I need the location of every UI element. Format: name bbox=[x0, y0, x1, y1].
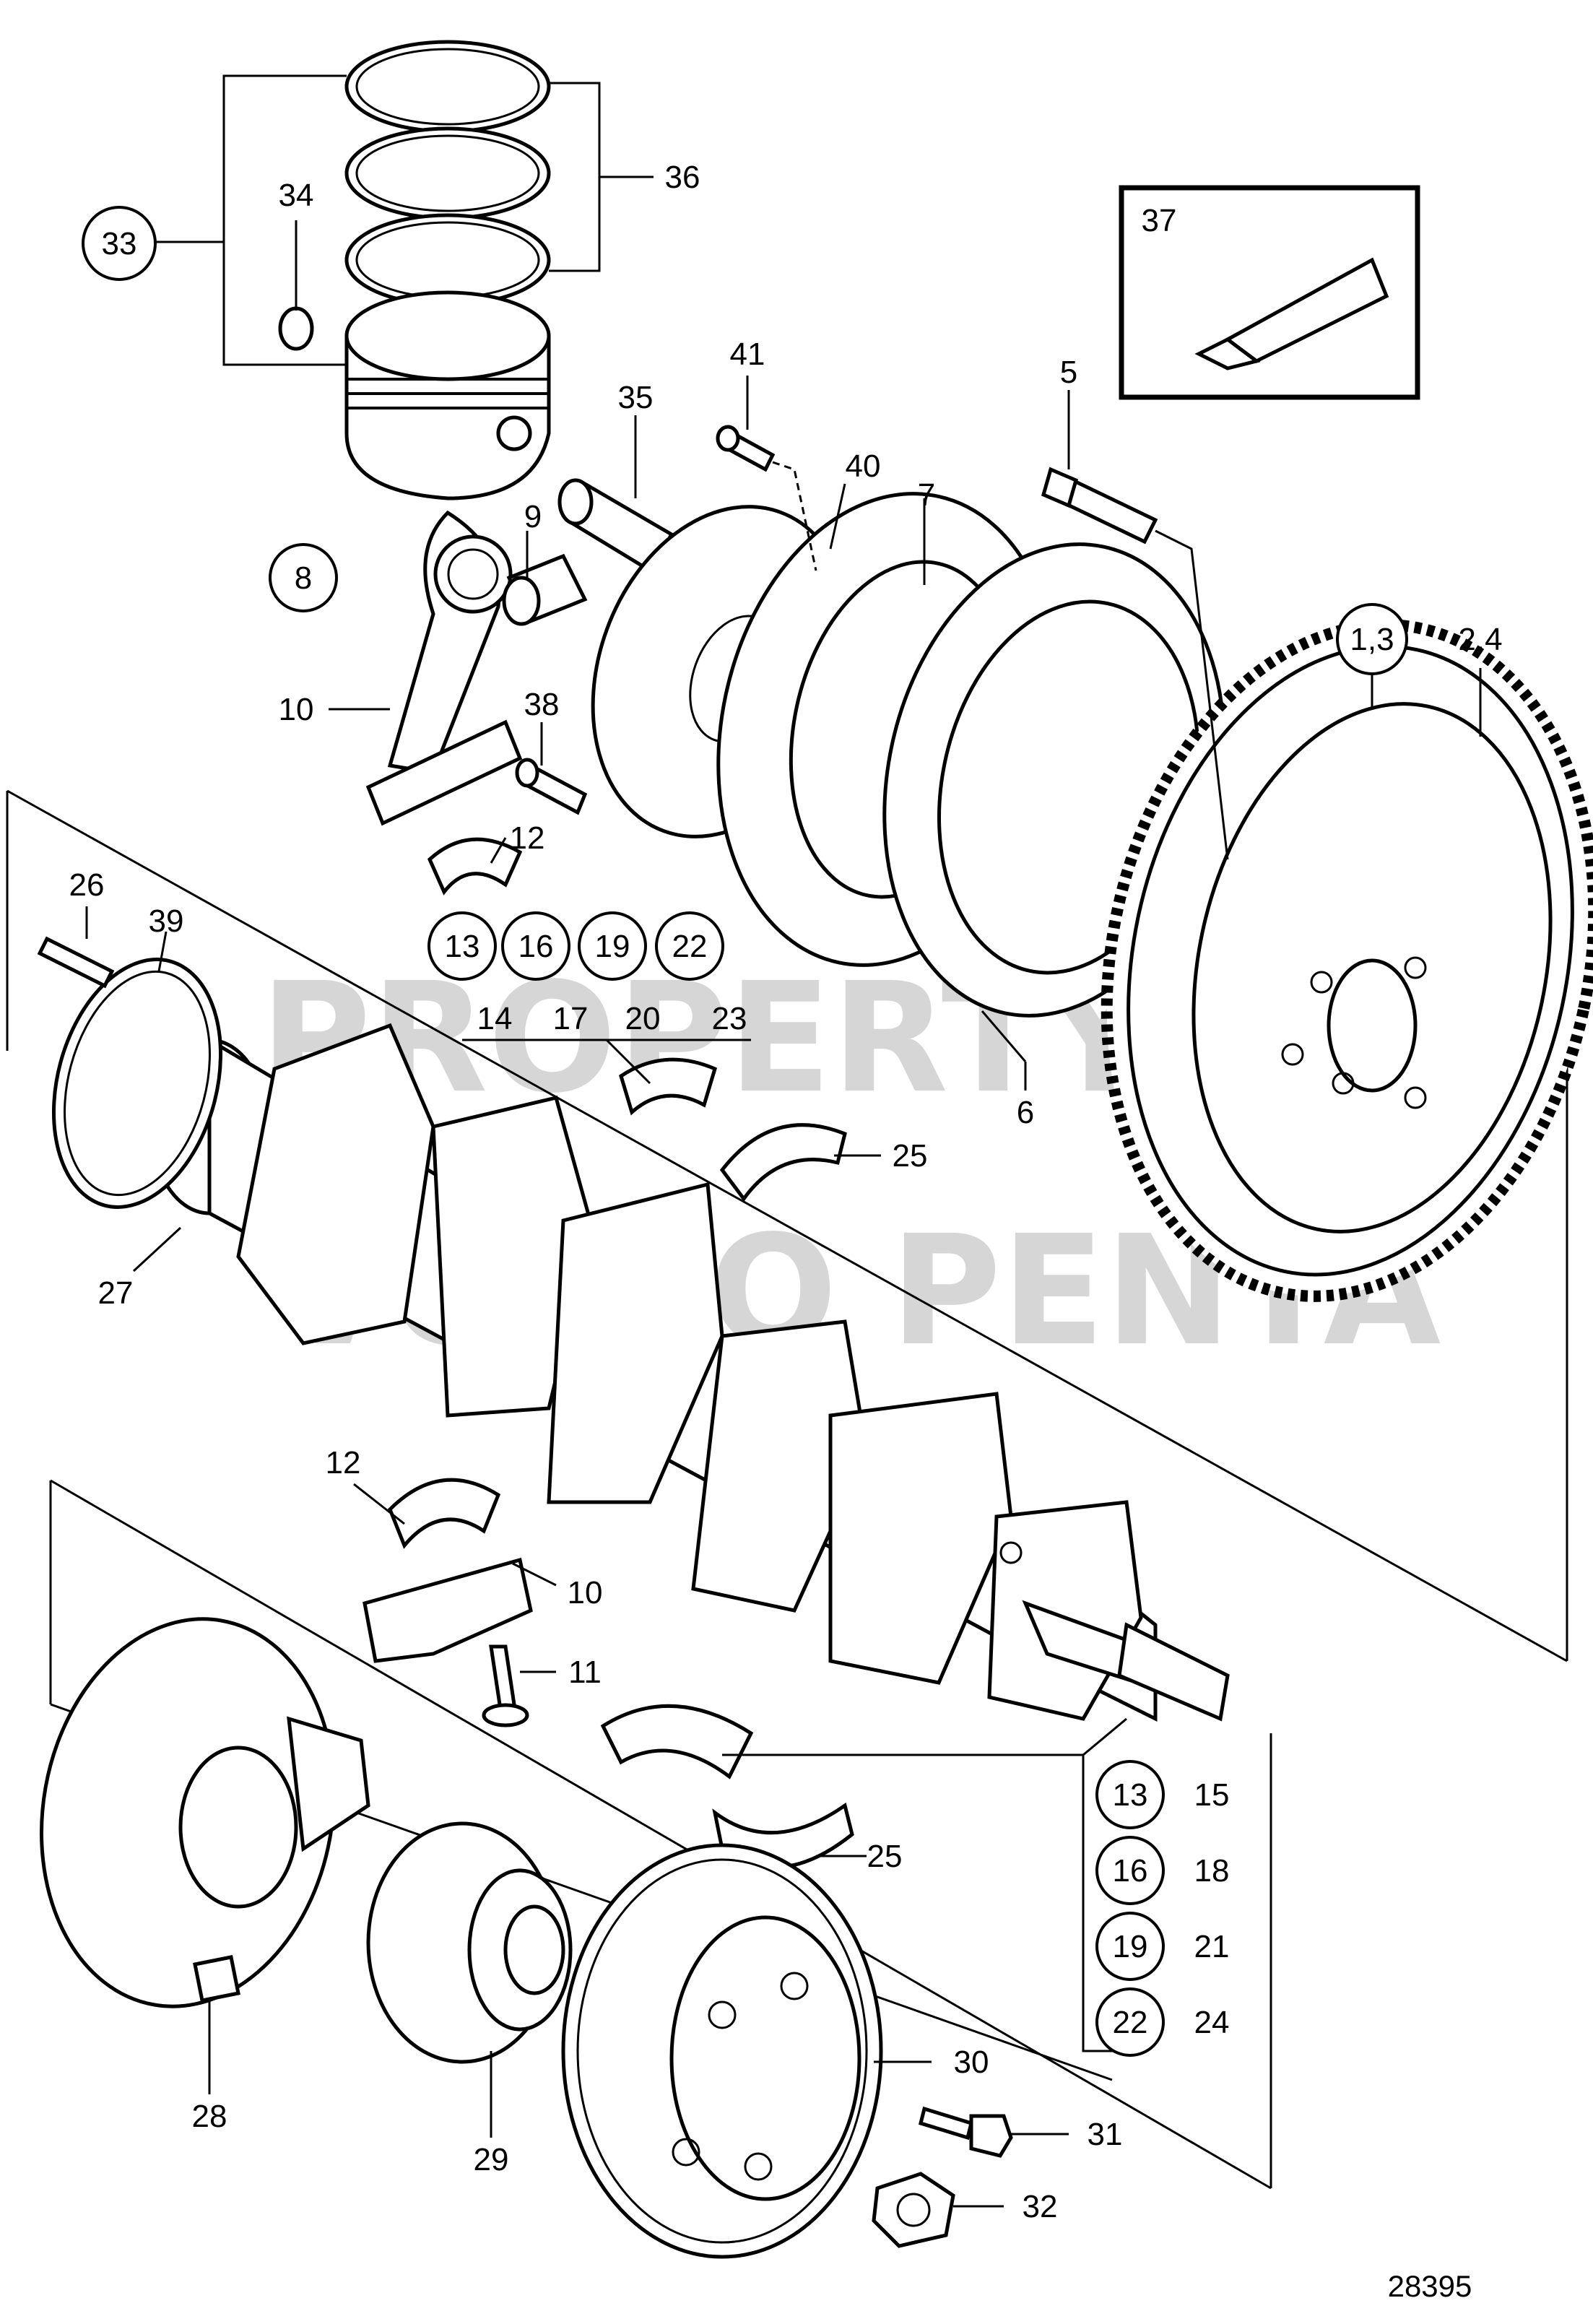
label-15: 15 bbox=[1194, 1777, 1230, 1813]
label-7: 7 bbox=[918, 477, 935, 513]
label-22-bottom: 22 bbox=[1113, 2005, 1148, 2040]
callout-labels: 33 34 36 37 41 35 5 40 7 9 8 1,3 2,4 10 … bbox=[69, 160, 1503, 2224]
crank-seal bbox=[51, 958, 223, 1209]
adapter-bolt bbox=[716, 425, 776, 472]
label-33: 33 bbox=[102, 226, 137, 261]
sealant-box bbox=[1119, 185, 1420, 400]
label-41: 41 bbox=[730, 337, 765, 372]
label-23: 23 bbox=[712, 1001, 747, 1036]
callout-circles bbox=[82, 206, 1408, 2057]
label-12-bottom: 12 bbox=[326, 1445, 361, 1480]
circlip bbox=[278, 306, 314, 351]
label-17: 17 bbox=[553, 1001, 589, 1036]
label-21: 21 bbox=[1194, 1929, 1230, 1964]
crank-sprocket bbox=[366, 1821, 573, 2064]
piston bbox=[344, 290, 551, 500]
rod-bolt bbox=[515, 758, 588, 815]
timing-cover bbox=[40, 1617, 370, 2008]
label-11: 11 bbox=[568, 1655, 602, 1690]
label-18: 18 bbox=[1194, 1853, 1230, 1889]
label-22-top: 22 bbox=[672, 929, 708, 964]
label-26: 26 bbox=[69, 867, 105, 903]
label-19-bottom: 19 bbox=[1113, 1929, 1148, 1964]
label-25-bottom: 25 bbox=[867, 1839, 903, 1874]
label-24: 24 bbox=[1194, 2005, 1230, 2040]
label-34: 34 bbox=[279, 178, 314, 213]
label-40: 40 bbox=[846, 448, 881, 484]
label-37: 37 bbox=[1142, 203, 1177, 238]
label-31: 31 bbox=[1088, 2117, 1123, 2152]
label-19-top: 19 bbox=[595, 929, 630, 964]
thrust-bearing-shell bbox=[619, 1057, 718, 1116]
label-27: 27 bbox=[98, 1275, 134, 1311]
leader-lines bbox=[85, 74, 1482, 2208]
crankshaft bbox=[149, 1023, 1230, 1722]
pulley-nut bbox=[872, 2172, 955, 2248]
flywheel-bolt bbox=[1041, 467, 1158, 545]
label-12-top: 12 bbox=[510, 820, 545, 856]
main-bearing-shell-bottom bbox=[600, 1704, 754, 1779]
label-13-top: 13 bbox=[445, 929, 480, 964]
piston-rings bbox=[344, 40, 551, 307]
crank-pulley bbox=[561, 1843, 883, 2259]
label-28: 28 bbox=[192, 2099, 227, 2134]
label-32: 32 bbox=[1023, 2189, 1058, 2224]
thrust-washer-top bbox=[719, 1123, 847, 1202]
label-30: 30 bbox=[954, 2045, 989, 2080]
connecting-rod bbox=[365, 510, 523, 826]
label-9: 9 bbox=[524, 499, 542, 534]
pulley-bolt bbox=[918, 2106, 1013, 2158]
label-36: 36 bbox=[665, 160, 700, 195]
main-bearing-shell-lower bbox=[388, 1478, 501, 1549]
label-39: 39 bbox=[149, 903, 184, 939]
label-38: 38 bbox=[524, 687, 560, 722]
label-10-top: 10 bbox=[279, 692, 314, 727]
label-1-3: 1,3 bbox=[1350, 622, 1394, 657]
label-16-bottom: 16 bbox=[1113, 1853, 1148, 1889]
label-29: 29 bbox=[474, 2142, 509, 2177]
label-16-top: 16 bbox=[518, 929, 554, 964]
label-8: 8 bbox=[295, 560, 312, 596]
label-5: 5 bbox=[1060, 355, 1077, 390]
label-25-top: 25 bbox=[893, 1138, 928, 1174]
label-6: 6 bbox=[1017, 1095, 1034, 1130]
label-14: 14 bbox=[477, 1001, 513, 1036]
flywheel bbox=[1101, 619, 1593, 1302]
label-10-bottom: 10 bbox=[568, 1575, 603, 1610]
drawing-number: 28395 bbox=[1388, 2269, 1472, 2303]
cap-bolt bbox=[482, 1644, 529, 1727]
label-20: 20 bbox=[625, 1001, 661, 1036]
dowel-pin bbox=[37, 936, 115, 989]
label-13-bottom: 13 bbox=[1113, 1777, 1148, 1813]
label-2-4: 2,4 bbox=[1458, 622, 1502, 657]
pin-bushing bbox=[502, 553, 588, 626]
main-bearing-cap bbox=[363, 1557, 533, 1663]
main-bearing-shell-top bbox=[427, 837, 523, 896]
label-35: 35 bbox=[618, 380, 654, 415]
